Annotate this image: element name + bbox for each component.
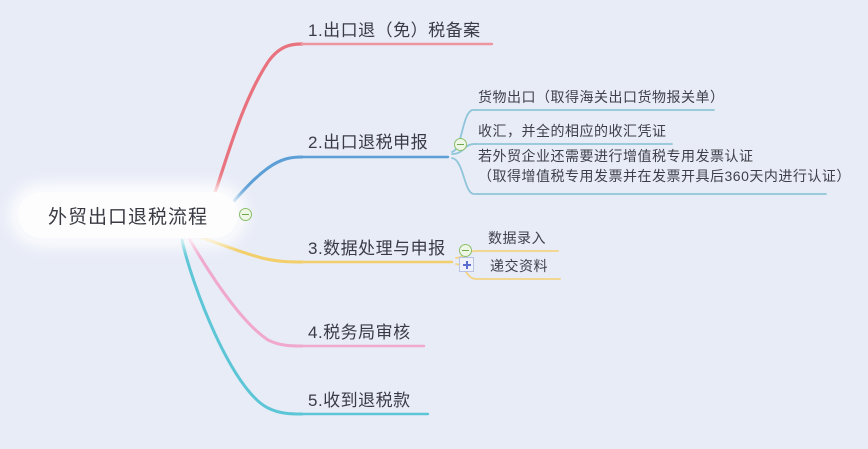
branch-3-label[interactable]: 3.数据处理与申报: [308, 239, 446, 258]
branch-3-child-1-label[interactable]: 数据录入: [488, 230, 546, 246]
root-collapse-minus-icon[interactable]: [239, 208, 252, 221]
branch-5-connector[interactable]: [180, 238, 304, 416]
root-node[interactable]: 外贸出口退税流程: [18, 192, 238, 238]
branch-2-child-3[interactable]: 若外贸企业还需要进行增值税专用发票认证 （取得增值税专用发票并在发票开具后360…: [478, 146, 851, 187]
root-node-label: 外贸出口退税流程: [47, 206, 208, 228]
branch-4-connector[interactable]: [188, 238, 304, 348]
branch-3-connector[interactable]: [194, 234, 304, 264]
branch-3-child-2-label[interactable]: 递交资料: [490, 258, 548, 274]
branch-2-label[interactable]: 2.出口退税申报: [308, 133, 429, 152]
branch-2-collapse-minus-icon[interactable]: [454, 138, 467, 151]
branch-2-child-2-label[interactable]: 收汇，并全的相应的收汇凭证: [478, 123, 667, 139]
branch-2-child-3-label-line2: （取得增值税专用发票并在发票开具后360天内进行认证）: [478, 168, 851, 185]
branch-2-child-3-label-line1: 若外贸企业还需要进行增值税专用发票认证: [478, 148, 754, 164]
branch-3-collapse-minus-icon[interactable]: [459, 244, 472, 257]
branch-1-label[interactable]: 1.出口退（免）税备案: [308, 21, 481, 40]
branch-4-label[interactable]: 4.税务局审核: [308, 323, 411, 342]
branch-2-child-3-connector[interactable]: [451, 157, 479, 195]
branch-2-child-1-connector[interactable]: [451, 109, 477, 153]
branch-5-label[interactable]: 5.收到退税款: [308, 391, 411, 410]
branch-2-child-1-label[interactable]: 货物出口（取得海关出口货物报关单）: [478, 89, 725, 105]
branch-3-child-2-connector[interactable]: [455, 263, 481, 280]
branch-3-expand-plus-icon[interactable]: [459, 257, 474, 272]
